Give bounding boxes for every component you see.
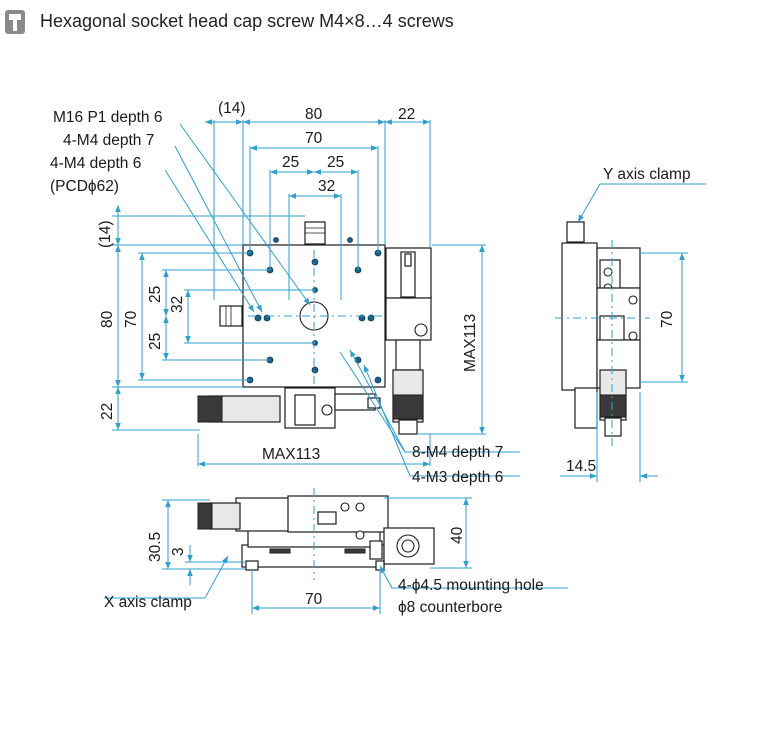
dim-top-14: (14) xyxy=(218,100,246,117)
callout-y-clamp: Y axis clamp xyxy=(603,166,691,183)
dim-left-80: 80 xyxy=(99,310,116,328)
dim-front-3: 3 xyxy=(170,547,187,556)
callout-m4-8: 8-M4 depth 7 xyxy=(412,444,503,461)
callout-pcd: (PCDϕ62) xyxy=(50,178,119,195)
dim-side-70: 70 xyxy=(659,310,676,328)
y-clamp-knob-side xyxy=(566,221,585,243)
dim-left-25b: 25 xyxy=(147,333,164,350)
page-title: Hexagonal socket head cap screw M4×8…4 s… xyxy=(40,11,454,31)
header: Hexagonal socket head cap screw M4×8…4 s… xyxy=(0,0,761,44)
callout-x-clamp: X axis clamp xyxy=(104,594,192,611)
dim-max113-v: MAX113 xyxy=(462,314,479,372)
x-micrometer xyxy=(197,387,381,429)
dim-left-14: (14) xyxy=(97,220,114,248)
callout-m4-6: 4-M4 depth 6 xyxy=(50,155,141,172)
side-view xyxy=(555,183,706,482)
dim-side-14-5: 14.5 xyxy=(566,458,596,475)
dim-front-70: 70 xyxy=(305,591,323,608)
dim-top-25a: 25 xyxy=(282,154,299,171)
dim-max113-h: MAX113 xyxy=(262,446,320,463)
dim-front-40: 40 xyxy=(449,526,466,544)
dim-top-22: 22 xyxy=(398,106,415,123)
dim-left-70: 70 xyxy=(123,310,140,328)
left-dimensions xyxy=(112,205,315,431)
callout-counterbore: ϕ8 counterbore xyxy=(398,599,502,616)
top-view: (14) 80 22 70 25 25 32 (14) 80 xyxy=(97,100,520,477)
dim-left-32: 32 xyxy=(169,296,186,313)
dim-top-25b: 25 xyxy=(327,154,344,171)
screw-icon xyxy=(5,10,25,34)
callout-m3: 4-M3 depth 6 xyxy=(412,469,503,486)
front-view xyxy=(104,488,568,614)
dim-top-80: 80 xyxy=(305,106,323,123)
callout-m4-7: 4-M4 depth 7 xyxy=(63,132,154,149)
dim-top-32: 32 xyxy=(318,178,335,195)
dim-left-22: 22 xyxy=(99,403,116,420)
dim-left-25a: 25 xyxy=(147,286,164,303)
dim-front-30-5: 30.5 xyxy=(147,532,164,562)
dim-top-70: 70 xyxy=(305,130,323,147)
y-micrometer xyxy=(385,247,432,435)
callout-m16: M16 P1 depth 6 xyxy=(53,109,162,126)
callout-mount-hole: 4-ϕ4.5 mounting hole xyxy=(398,577,544,594)
